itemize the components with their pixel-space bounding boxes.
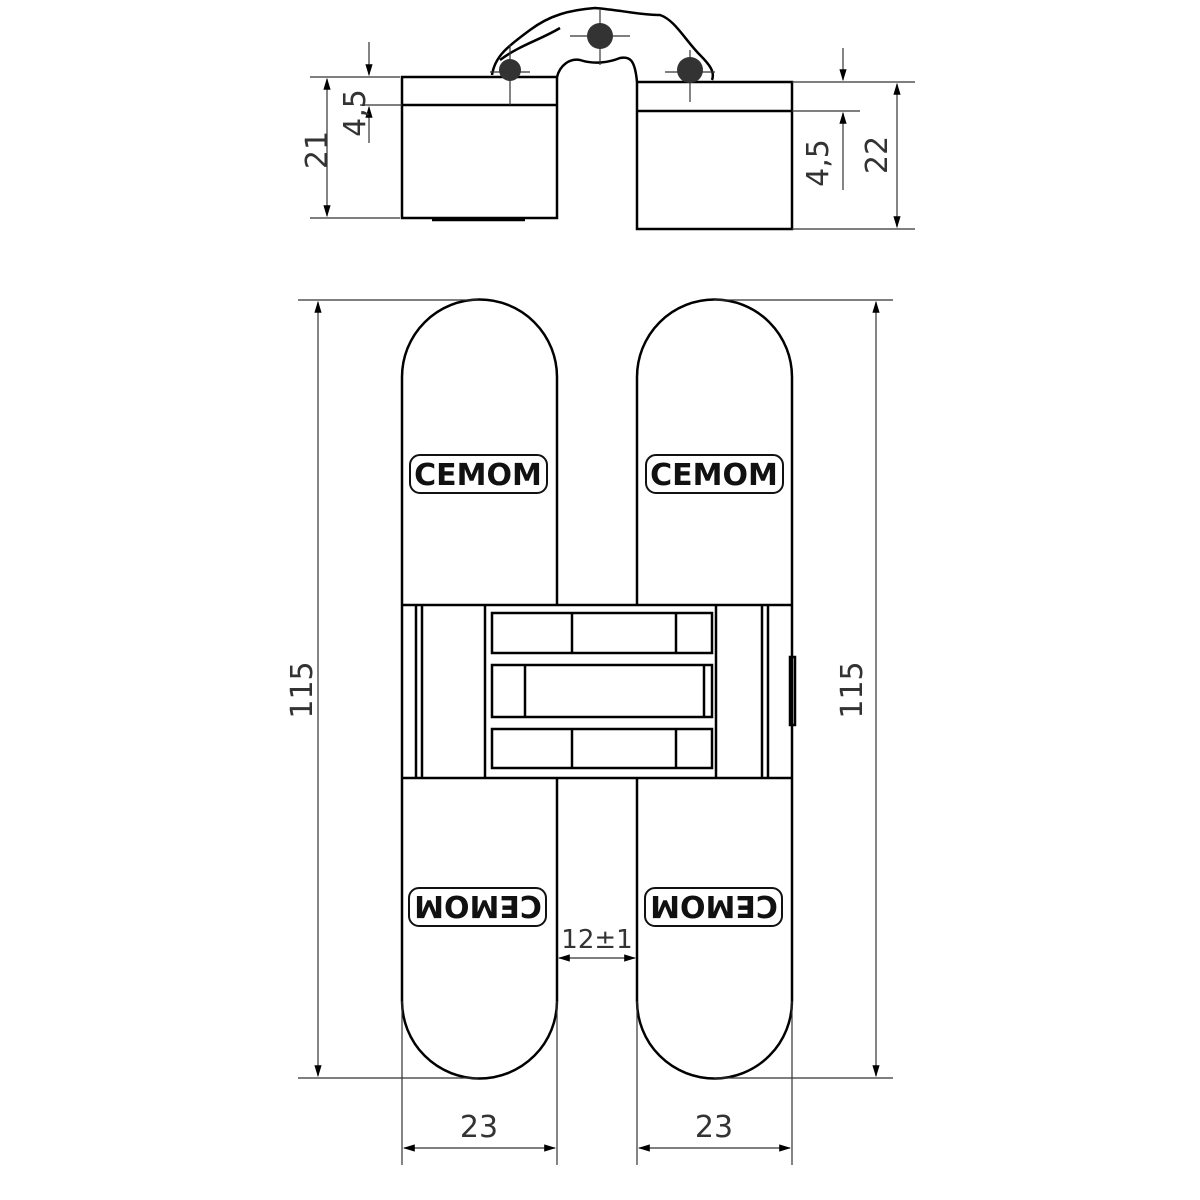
- left-plate-top: [400, 298, 559, 605]
- dimension-gap: 12±1: [561, 925, 632, 955]
- top-view: 21 4,5 4,5 22: [300, 6, 915, 231]
- dimension-right-width: 23: [695, 1110, 733, 1145]
- dimension-right-length: 115: [835, 661, 870, 718]
- dimension-right-offset: 4,5: [801, 139, 836, 187]
- logo-bottom-right: CEMOM: [644, 887, 783, 927]
- dimension-left-height: 21: [300, 131, 335, 169]
- svg-text:CEMOM: CEMOM: [650, 888, 778, 923]
- logo-top-right: CEMOM: [645, 454, 784, 494]
- left-plate-bottom: [400, 778, 559, 1080]
- dimension-right-height: 22: [860, 136, 895, 174]
- dimension-left-width: 23: [460, 1110, 498, 1145]
- dimension-left-offset: 4,5: [338, 89, 373, 137]
- right-plate-bottom: [635, 778, 794, 1080]
- svg-text:CEMOM: CEMOM: [414, 458, 542, 493]
- svg-text:CEMOM: CEMOM: [414, 888, 542, 923]
- svg-text:CEMOM: CEMOM: [650, 458, 778, 493]
- hinge-arm: [490, 6, 715, 81]
- hinge-mechanism: [400, 603, 797, 780]
- right-plate-top: [635, 298, 794, 605]
- right-block: [635, 80, 794, 231]
- left-block: [400, 75, 559, 220]
- dimension-left-length: 115: [285, 661, 320, 718]
- logo-top-left: CEMOM: [409, 454, 548, 494]
- front-view: CEMOM CEMOM CEMOM CEMOM 115 115 23 23: [285, 298, 893, 1165]
- logo-bottom-left: CEMOM: [408, 887, 547, 927]
